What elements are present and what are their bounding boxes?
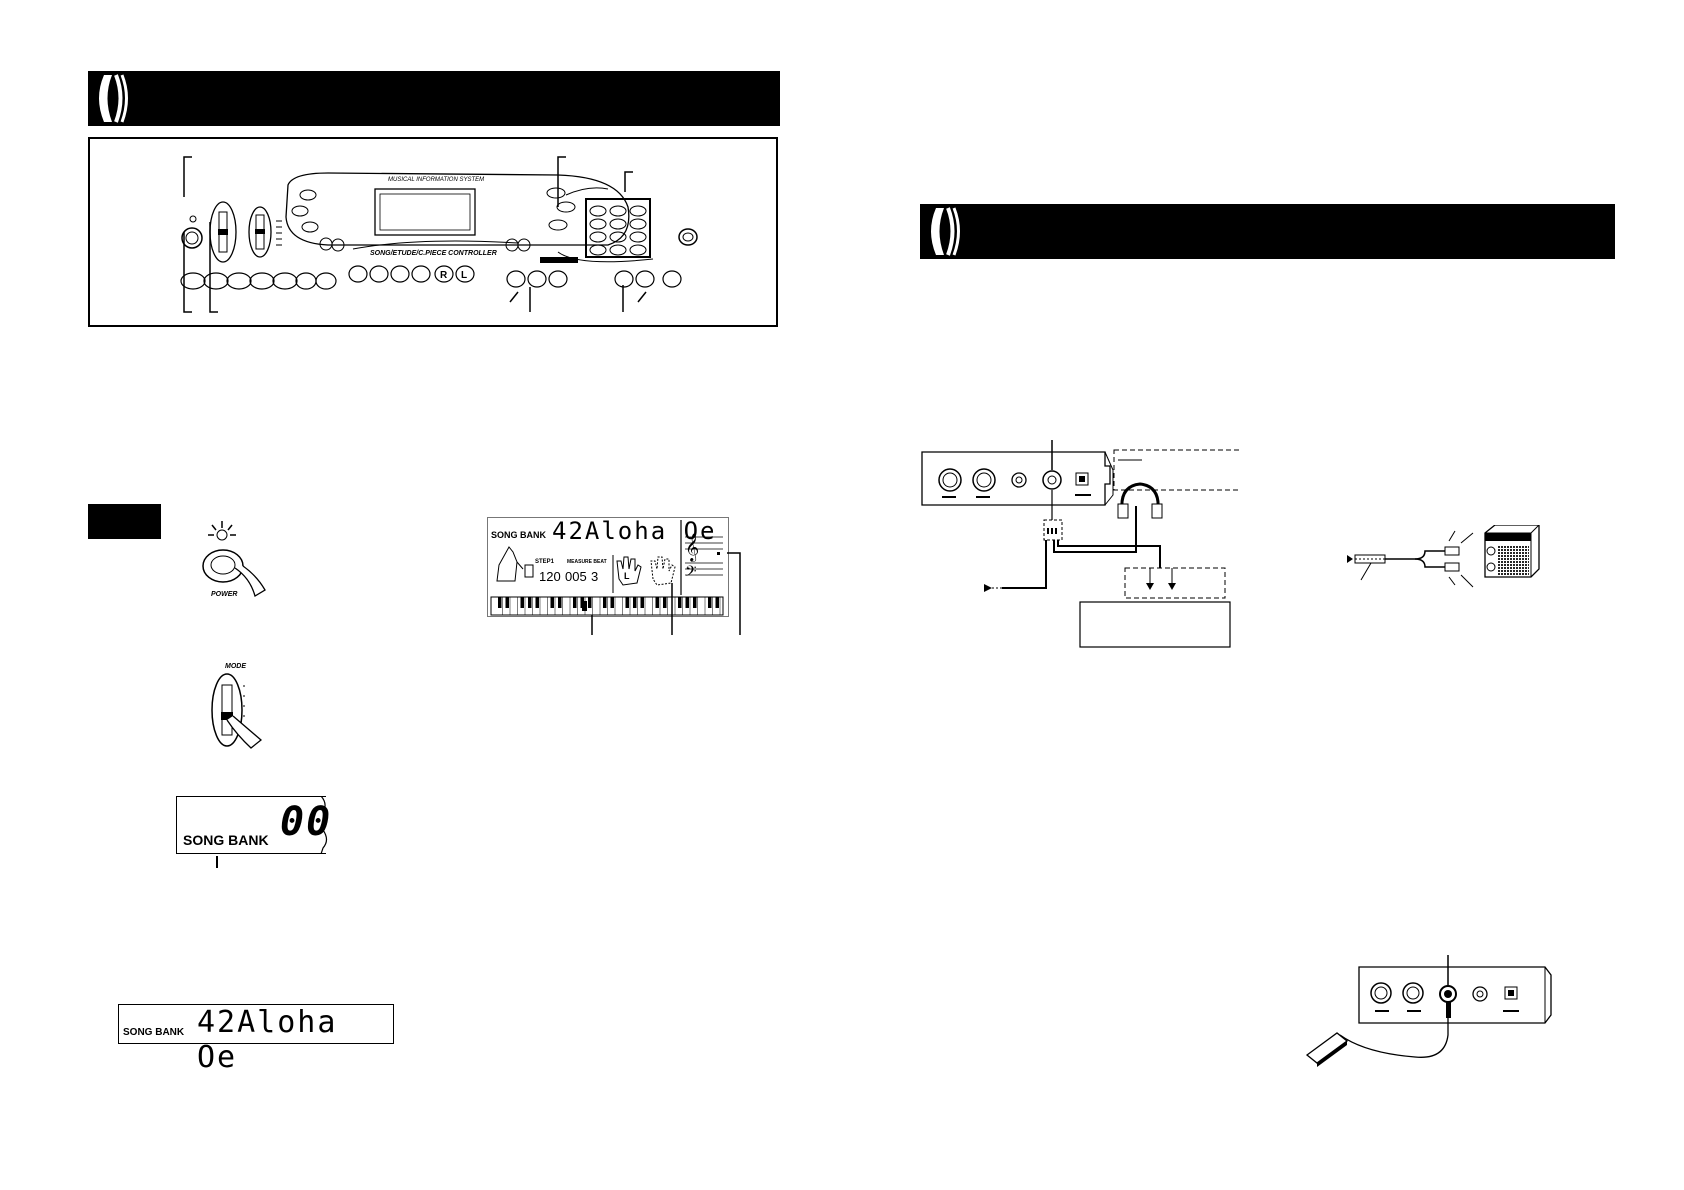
step-label: STEP1: [535, 559, 555, 565]
svg-text:𝄞: 𝄞: [685, 534, 699, 562]
black-key: [625, 597, 629, 608]
black-key: [610, 597, 614, 608]
black-key: [663, 597, 667, 608]
black-key: [715, 597, 719, 608]
song-title: 42Aloha Oe: [197, 1005, 338, 1075]
black-key: [520, 597, 524, 608]
black-key: [640, 597, 644, 608]
song-number: 00: [280, 799, 333, 845]
mode-label: MODE: [225, 663, 246, 670]
section-header-bracket-left: [99, 74, 128, 123]
power-label: POWER: [211, 591, 237, 598]
black-key: [588, 597, 592, 608]
left-hand-letter: L: [624, 571, 630, 581]
mode-slider-illustration: MODE: [211, 663, 263, 749]
controller-label: SONG/ETUDE/C.PIECE CONTROLLER: [370, 250, 497, 257]
measure-value: 005: [565, 569, 587, 584]
black-key: [573, 597, 577, 608]
rear-panel-connection-diagram: [921, 440, 1240, 648]
keyboard-panel-illustration: MUSICAL INFORMATION SYSTEM SONG/ETUDE/C.…: [180, 156, 698, 313]
black-key: [633, 597, 637, 608]
tempo-value: 120: [539, 569, 561, 584]
lesson-display-details: 𝄞 𝄢 STEP1 MEASURE BEAT 120 005 3 L: [490, 520, 741, 635]
section-header-bar-left: [88, 71, 780, 126]
song-bank-label: SONG BANK: [123, 1027, 185, 1038]
black-key: [528, 597, 532, 608]
lesson-display: [487, 517, 729, 617]
black-key: [693, 597, 697, 608]
section-header-bar-right: [920, 204, 1615, 259]
keyboard-panel-frame: [88, 137, 778, 327]
black-key: [550, 597, 554, 608]
measure-beat-label: MEASURE BEAT: [567, 559, 607, 565]
display-torn-edge: [320, 796, 328, 854]
black-key: [678, 597, 682, 608]
black-key: [558, 597, 562, 608]
page-tab-marker: [88, 504, 161, 539]
brand-label: MUSICAL INFORMATION SYSTEM: [388, 177, 484, 183]
svg-text:𝄢: 𝄢: [685, 563, 697, 583]
black-key: [535, 597, 539, 608]
main-song-bank-label: SONG BANK: [491, 530, 547, 540]
black-key: [498, 597, 502, 608]
beat-value: 3: [591, 569, 598, 584]
power-button-illustration: POWER: [202, 521, 266, 598]
black-key: [708, 597, 712, 608]
black-key: [505, 597, 509, 608]
black-key: [685, 597, 689, 608]
black-key: [655, 597, 659, 608]
black-key: [603, 597, 607, 608]
song-bank-label: SONG BANK: [183, 832, 269, 848]
song-bank-display-wide: SONG BANK 42Aloha Oe: [118, 1004, 394, 1075]
song-bank-display-small: SONG BANK 00: [176, 796, 330, 854]
rear-panel-pedal-diagram: [1305, 955, 1552, 1067]
main-song-title: 42Aloha Oe: [552, 517, 717, 545]
amplifier-connection-illustration: [1347, 525, 1540, 588]
song-bank-callout-line: [216, 856, 218, 868]
lesson-button-l-label: L: [461, 270, 467, 281]
section-header-bracket-right: [931, 207, 960, 256]
lesson-button-r-label: R: [440, 270, 448, 281]
